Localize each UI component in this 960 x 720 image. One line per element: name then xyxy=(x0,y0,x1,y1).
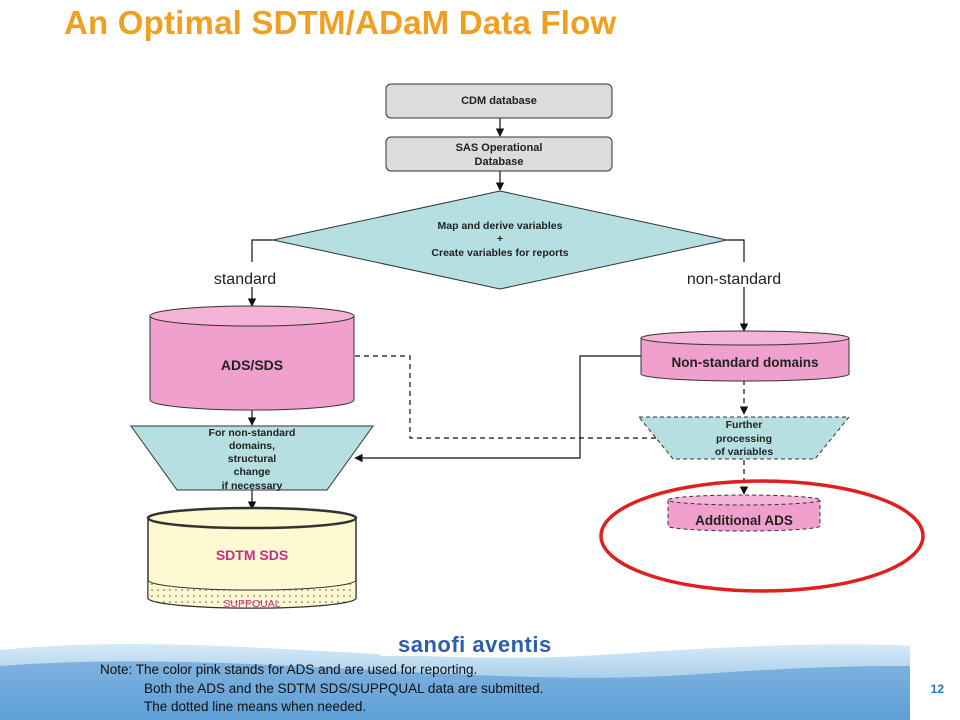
sdtm-sds-cylinder: SDTM SDS SUPPQUAL xyxy=(146,506,358,610)
sas-operational-database-box: SAS Operational Database xyxy=(385,136,613,172)
arrow-domains-to-trap xyxy=(354,355,641,463)
non-standard-domains-cylinder: Non-standard domains xyxy=(640,330,850,382)
suppqual-label: SUPPQUAL xyxy=(223,598,280,610)
decision-line3: Create variables for reports xyxy=(431,247,568,259)
trap-left-line4: change xyxy=(234,466,271,478)
trap-right-line1: Further xyxy=(726,419,763,431)
line-decision-right xyxy=(727,239,745,262)
slide-title: An Optimal SDTM/ADaM Data Flow xyxy=(64,4,617,41)
further-processing-trapezoid: Further processing of variables xyxy=(637,416,851,460)
footer-banner xyxy=(0,626,960,720)
note-line1: Note: The color pink stands for ADS and … xyxy=(100,662,478,677)
trap-right-line2: processing xyxy=(716,433,772,445)
trap-left-line3: structural xyxy=(228,453,277,465)
trap-left-line2: domains, xyxy=(229,440,275,452)
sas-label-line1: SAS Operational xyxy=(456,142,543,154)
additional-ads-cylinder: Additional ADS xyxy=(667,494,821,532)
structural-change-trapezoid: For non-standard domains, structural cha… xyxy=(130,425,374,492)
page-number: 12 xyxy=(930,682,944,696)
dashed-ads-to-further xyxy=(355,355,669,443)
ads-sds-label: ADS/SDS xyxy=(221,357,283,373)
sdtm-sds-label: SDTM SDS xyxy=(216,547,288,563)
decision-line1: Map and derive variables xyxy=(438,220,563,232)
footnote: Note: The color pink stands for ADS and … xyxy=(100,661,543,717)
highlight-ellipse xyxy=(599,479,925,593)
trap-left-line1: For non-standard xyxy=(209,427,296,439)
branch-standard-label: standard xyxy=(214,271,276,288)
connectors xyxy=(247,118,749,510)
sanofi-aventis-logo: sanofi aventis xyxy=(398,632,552,657)
additional-ads-label: Additional ADS xyxy=(695,513,793,528)
note-line2: Both the ADS and the SDTM SDS/SUPPQUAL d… xyxy=(144,680,544,696)
sas-label-line2: Database xyxy=(475,156,524,168)
map-derive-decision: Map and derive variables + Create variab… xyxy=(272,190,728,290)
trap-right-line3: of variables xyxy=(715,446,774,458)
non-standard-domains-label: Non-standard domains xyxy=(671,355,818,370)
cdm-database-label: CDM database xyxy=(461,95,537,107)
cdm-database-box: CDM database xyxy=(385,83,613,119)
trap-left-line5: if necessary xyxy=(222,480,283,492)
note-line3: The dotted line means when needed. xyxy=(144,699,367,714)
ads-sds-cylinder: ADS/SDS xyxy=(149,305,355,411)
branch-non-standard-label: non-standard xyxy=(687,271,781,288)
line-decision-left xyxy=(251,239,273,262)
decision-line2: + xyxy=(497,233,503,245)
